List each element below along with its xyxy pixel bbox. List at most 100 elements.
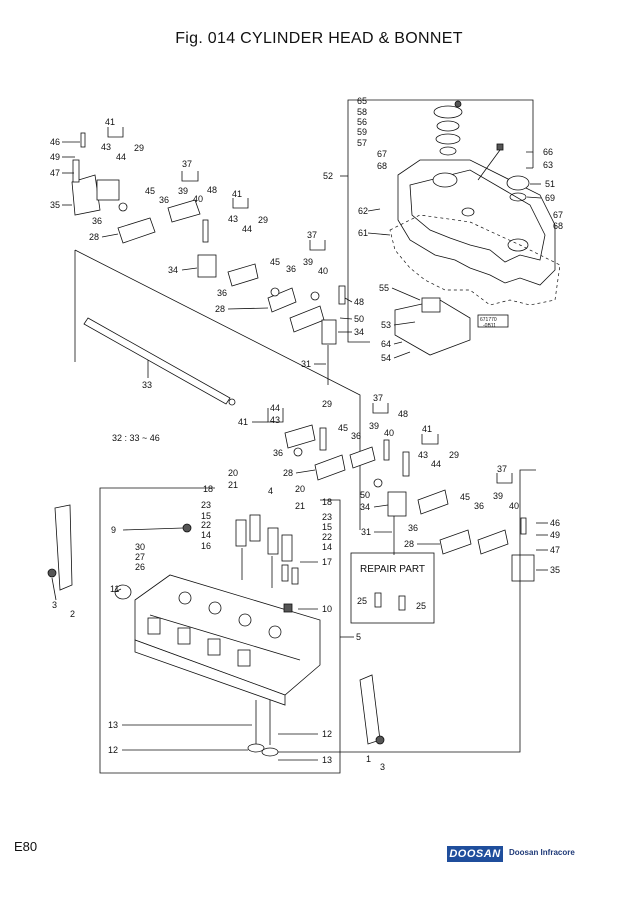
callout-14: 14	[201, 530, 211, 540]
callout-48b: 48	[354, 297, 364, 307]
callout-64: 64	[381, 339, 391, 349]
callout-31b: 31	[361, 527, 371, 537]
callout-34: 34	[168, 265, 178, 275]
callout-44d: 44	[431, 459, 441, 469]
callout-44c: 44	[270, 403, 280, 413]
callout-29c: 29	[322, 399, 332, 409]
callout-61: 61	[358, 228, 368, 238]
callout-40c: 40	[384, 428, 394, 438]
callout-37b: 37	[307, 230, 317, 240]
callout-27: 27	[135, 552, 145, 562]
bonnet-callouts: 65 58 56 59 57 67 68 52 66 63 51 69 67 6…	[323, 96, 563, 363]
doosan-logo: DOOSAN Doosan Infracore	[447, 842, 577, 866]
rocker-group-1-callouts: 41 46 43 44 29 49 47 35 37 45 39 48 36 4…	[50, 117, 364, 369]
callout-9: 9	[111, 525, 116, 535]
callout-45b: 45	[270, 257, 280, 267]
callout-68: 68	[377, 161, 387, 171]
callout-40b: 40	[318, 266, 328, 276]
callout-51: 51	[545, 179, 555, 189]
rocker-group-2	[267, 403, 535, 582]
callout-49b: 49	[550, 530, 560, 540]
callout-36h: 36	[408, 523, 418, 533]
page-number: E80	[14, 839, 38, 854]
callout-45d: 45	[460, 492, 470, 502]
callout-59: 59	[357, 127, 367, 137]
callout-35: 35	[50, 200, 60, 210]
callout-46b: 46	[550, 518, 560, 528]
callout-29d: 29	[449, 450, 459, 460]
callout-34b: 34	[354, 327, 364, 337]
brand-subtitle: Doosan Infracore	[509, 848, 575, 857]
callout-39b: 39	[303, 257, 313, 267]
callout-23: 23	[201, 500, 211, 510]
callout-28b: 28	[215, 304, 225, 314]
callout-36g: 36	[474, 501, 484, 511]
callout-41b: 41	[232, 189, 242, 199]
callout-56: 56	[357, 117, 367, 127]
callout-29b: 29	[258, 215, 268, 225]
callout-43c: 43	[270, 415, 280, 425]
callout-66: 66	[543, 147, 553, 157]
callout-17: 17	[322, 557, 332, 567]
callout-28d: 28	[404, 539, 414, 549]
callout-35b: 35	[550, 565, 560, 575]
callout-22b: 22	[322, 532, 332, 542]
callout-36b: 36	[92, 216, 102, 226]
callout-33: 33	[142, 380, 152, 390]
callout-2: 2	[70, 609, 75, 619]
callout-20b: 20	[295, 484, 305, 494]
callout-31: 31	[301, 359, 311, 369]
callout-30: 30	[135, 542, 145, 552]
callout-57: 57	[357, 138, 367, 148]
callout-36e: 36	[351, 431, 361, 441]
callout-15: 15	[201, 511, 211, 521]
brand-logo-mark: DOOSAN	[447, 846, 503, 862]
callout-16: 16	[201, 541, 211, 551]
callout-39d: 39	[493, 491, 503, 501]
rocker-group-1	[71, 127, 346, 385]
callout-48c: 48	[398, 409, 408, 419]
callout-10: 10	[322, 604, 332, 614]
callout-12: 12	[108, 745, 118, 755]
callout-68b: 68	[553, 221, 563, 231]
repair-part-title: REPAIR PART	[360, 564, 425, 575]
callout-40: 40	[193, 194, 203, 204]
callout-13b: 13	[322, 755, 332, 765]
callout-52: 52	[323, 171, 333, 181]
callout-54: 54	[381, 353, 391, 363]
callout-5: 5	[356, 632, 361, 642]
callout-18b: 18	[322, 497, 332, 507]
callout-21: 21	[228, 480, 238, 490]
callout-47b: 47	[550, 545, 560, 555]
callout-36: 36	[159, 195, 169, 205]
callout-41c: 41	[238, 417, 248, 427]
callout-23b: 23	[322, 512, 332, 522]
callout-37c: 37	[373, 393, 383, 403]
callout-28c: 28	[283, 468, 293, 478]
callout-43b: 43	[228, 214, 238, 224]
callout-39: 39	[178, 186, 188, 196]
callout-45: 45	[145, 186, 155, 196]
callout-28: 28	[89, 232, 99, 242]
figure-title: Fig. 014 CYLINDER HEAD & BONNET	[175, 30, 463, 47]
callout-53: 53	[381, 320, 391, 330]
callout-29: 29	[134, 143, 144, 153]
repair-callout-25a: 25	[357, 596, 367, 606]
repair-callout-25b: 25	[416, 601, 426, 611]
rocker-group-2-callouts: 44 29 41 43 37 45 36 39 48 40 36 28 41 5…	[238, 393, 560, 753]
callout-67: 67	[377, 149, 387, 159]
callout-1: 1	[366, 754, 371, 764]
callout-41d: 41	[422, 424, 432, 434]
callout-34c: 34	[360, 502, 370, 512]
callout-43: 43	[101, 142, 111, 152]
callout-20: 20	[228, 468, 238, 478]
callout-62: 62	[358, 206, 368, 216]
callout-37: 37	[182, 159, 192, 169]
svg-text:-0B11: -0B11	[483, 323, 496, 329]
callout-3b: 3	[380, 762, 385, 772]
callout-13: 13	[108, 720, 118, 730]
callout-18: 18	[203, 484, 213, 494]
callout-22: 22	[201, 520, 211, 530]
callout-69: 69	[545, 193, 555, 203]
